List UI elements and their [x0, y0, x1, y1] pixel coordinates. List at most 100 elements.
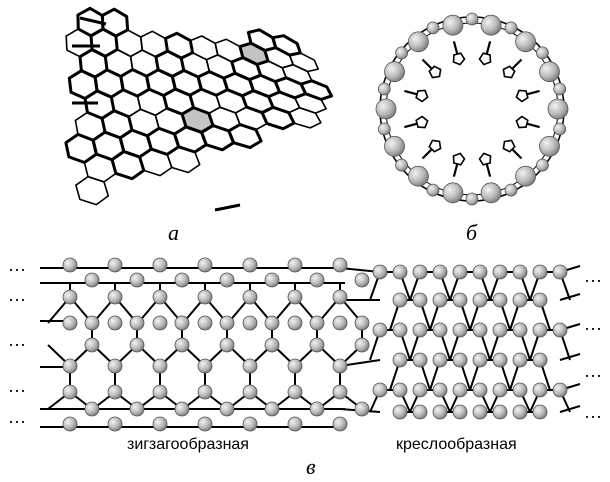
hexagon-57: [229, 125, 261, 148]
ring-atom-14: [376, 99, 396, 119]
armchair-atom-102: [473, 353, 487, 367]
armchair-atom-94: [493, 323, 507, 337]
zigzag-atom-22: [198, 385, 212, 399]
hexagon-56: [202, 126, 234, 150]
armchair-atom-82: [433, 293, 447, 307]
armchair-atom-111: [473, 383, 487, 397]
pentagon-11: [516, 91, 527, 102]
zigzag-atom-26: [243, 316, 257, 330]
ellipsis-left-3: …: [8, 330, 26, 350]
zigzag-atom-46: [130, 316, 144, 330]
pentagon-2: [480, 153, 491, 164]
ring-atom-0: [548, 99, 568, 119]
armchair-atom-110: [453, 383, 467, 397]
zigzag-atom-19: [198, 290, 212, 304]
zigzag-atom-32: [288, 316, 302, 330]
armchair-atom-96: [533, 323, 547, 337]
zigzag-atom-45: [85, 273, 99, 287]
armchair-atom-74: [453, 265, 467, 279]
zigzag-atom-6: [108, 258, 122, 272]
zigzag-atom-66: [355, 316, 369, 330]
zigzag-atom-20: [198, 316, 212, 330]
panel-label-c: в: [306, 454, 316, 479]
zigzag-atom-44: [85, 402, 99, 416]
armchair-atom-97: [553, 323, 567, 337]
ring-atom-27: [554, 83, 566, 95]
ring-atom-13: [378, 123, 390, 135]
ring-atom-4: [516, 166, 536, 186]
zigzag-atom-10: [108, 385, 122, 399]
hexagon-11: [240, 43, 268, 64]
ring-atom-11: [396, 159, 408, 171]
armchair-atom-78: [533, 265, 547, 279]
pentagon-0: [516, 117, 527, 128]
armchair-atom-103: [493, 353, 507, 367]
armchair-atom-93: [473, 323, 487, 337]
armchair-atom-92: [453, 323, 467, 337]
armchair-atom-88: [373, 323, 387, 337]
zigzag-atom-9: [108, 359, 122, 373]
zigzag-atom-28: [243, 385, 257, 399]
zigzag-atom-15: [153, 359, 167, 373]
hexagon-59: [112, 152, 144, 179]
armchair-atom-112: [493, 383, 507, 397]
zigzag-atom-68: [355, 402, 369, 416]
armchair-atom-120: [473, 405, 487, 419]
armchair-atom-123: [533, 405, 547, 419]
zigzag-atom-69: [355, 273, 369, 287]
zigzag-atom-36: [333, 258, 347, 272]
hexagon-62: [76, 177, 108, 205]
hexagon-51: [66, 134, 97, 162]
zigzag-atom-52: [175, 402, 189, 416]
zigzag-atom-3: [63, 359, 77, 373]
armchair-atom-95: [513, 323, 527, 337]
zigzag-atom-13: [153, 290, 167, 304]
armchair-atom-113: [513, 383, 527, 397]
zigzag-atom-53: [175, 273, 189, 287]
armchair-atom-104: [513, 353, 527, 367]
armchair-atom-90: [413, 323, 427, 337]
pentagon-6: [416, 91, 427, 102]
armchair-atom-86: [513, 293, 527, 307]
zigzag-atom-18: [198, 258, 212, 272]
zigzag-atom-49: [130, 273, 144, 287]
zigzag-atom-65: [310, 273, 324, 287]
zigzag-atom-67: [355, 338, 369, 352]
armchair-atom-116: [393, 405, 407, 419]
ring-atom-17: [396, 47, 408, 59]
zigzag-atom-14: [153, 316, 167, 330]
zigzag-atom-35: [288, 417, 302, 431]
ring-atom-1: [554, 123, 566, 135]
armchair-atom-87: [533, 293, 547, 307]
zigzag-atom-4: [63, 385, 77, 399]
zigzag-atom-56: [220, 402, 234, 416]
armchair-atom-109: [433, 383, 447, 397]
zigzag-atom-38: [333, 316, 347, 330]
zigzag-atom-24: [243, 258, 257, 272]
panel-b-tube-cross-section: [376, 13, 568, 205]
hexagon-32: [301, 81, 332, 100]
armchair-atom-119: [453, 405, 467, 419]
armchair-atom-115: [553, 383, 567, 397]
armchair-atom-100: [433, 353, 447, 367]
zigzag-atom-23: [198, 417, 212, 431]
zigzag-atom-51: [175, 338, 189, 352]
ellipsis-left-2: …: [8, 285, 26, 305]
ellipsis-left-1: …: [8, 255, 26, 275]
zigzag-atom-11: [108, 417, 122, 431]
armchair-atom-75: [473, 265, 487, 279]
zigzag-atom-33: [288, 359, 302, 373]
hexagon-49: [262, 107, 294, 128]
zigzag-atom-60: [265, 402, 279, 416]
zigzag-atom-31: [288, 290, 302, 304]
panel-c-zigzag-armchair-tubes: [40, 258, 580, 431]
zigzag-atom-43: [85, 338, 99, 352]
zigzag-atom-7: [108, 290, 122, 304]
pentagon-5: [416, 117, 427, 128]
armchair-atom-79: [553, 265, 567, 279]
ring-atom-7: [466, 193, 478, 205]
ellipsis-right-2: …: [584, 314, 602, 334]
armchair-atom-80: [393, 293, 407, 307]
zigzag-atom-12: [153, 258, 167, 272]
zigzag-atom-5: [63, 417, 77, 431]
